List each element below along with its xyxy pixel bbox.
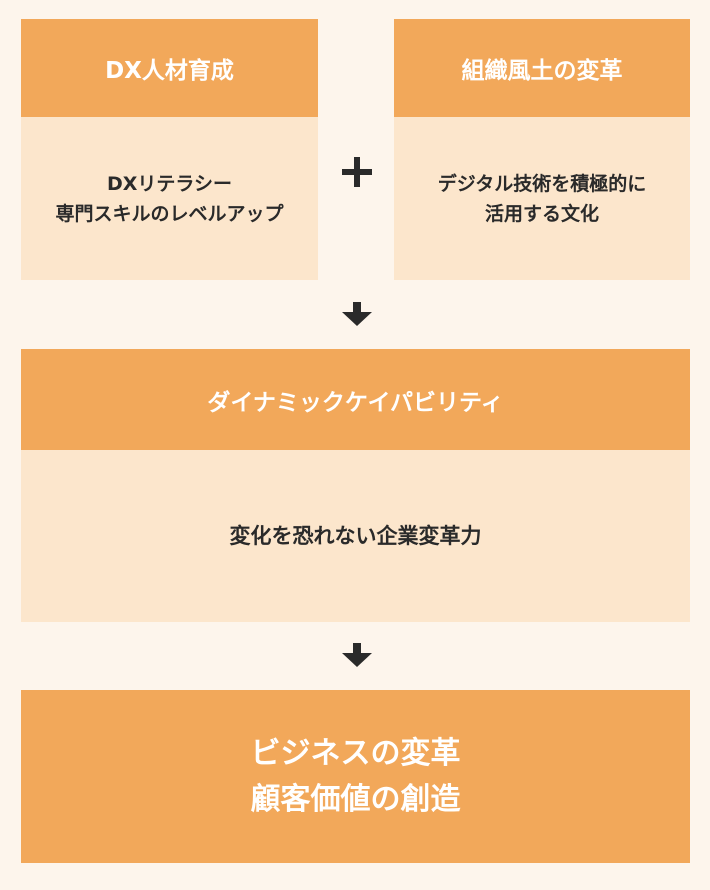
culture-reform-title: 組織風土の変革 — [394, 19, 690, 117]
dx-talent-line-2: 専門スキルのレベルアップ — [55, 202, 284, 225]
culture-reform-body: デジタル技術を積極的に 活用する文化 — [394, 117, 690, 280]
culture-reform-box: 組織風土の変革 デジタル技術を積極的に 活用する文化 — [394, 19, 690, 280]
plus-icon — [342, 157, 372, 187]
dx-talent-line-1: DXリテラシー — [106, 172, 233, 195]
business-transformation-line-2: 顧客価値の創造 — [250, 781, 461, 817]
arrow-down-icon — [342, 302, 372, 326]
dynamic-capability-box: ダイナミックケイパビリティ 変化を恐れない企業変革力 — [21, 349, 690, 622]
business-transformation-box: ビジネスの変革 顧客価値の創造 — [21, 690, 690, 863]
dx-talent-title: DX人材育成 — [21, 19, 318, 117]
dx-talent-box: DX人材育成 DXリテラシー 専門スキルのレベルアップ — [21, 19, 318, 280]
dynamic-capability-body: 変化を恐れない企業変革力 — [21, 450, 690, 622]
culture-reform-line-1: デジタル技術を積極的に — [437, 172, 647, 195]
business-transformation-line-1: ビジネスの変革 — [250, 735, 461, 771]
dynamic-capability-title: ダイナミックケイパビリティ — [21, 349, 690, 450]
dx-talent-body: DXリテラシー 専門スキルのレベルアップ — [21, 117, 318, 280]
culture-reform-line-2: 活用する文化 — [484, 202, 599, 225]
arrow-down-icon — [342, 643, 372, 667]
